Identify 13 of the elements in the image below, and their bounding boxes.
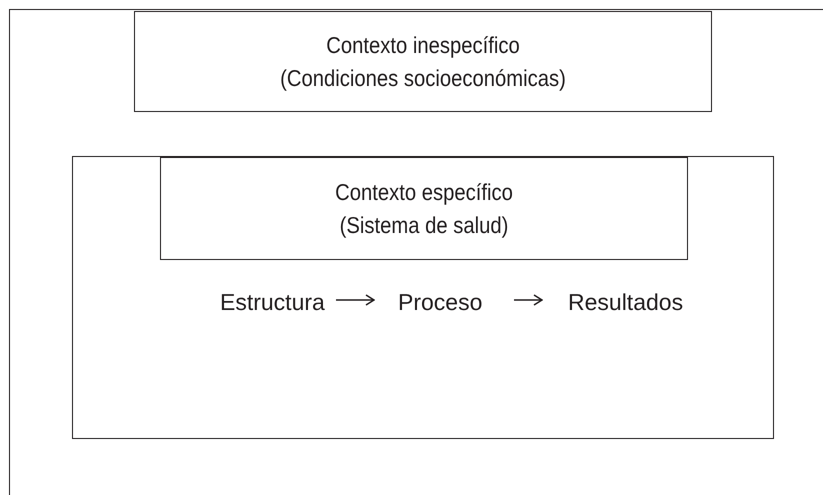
context-label: (Sistema de salud) [338, 211, 510, 240]
stage-label: Resultados [544, 287, 716, 317]
context-frame [72, 156, 774, 439]
arrow [336, 294, 375, 306]
stage-label: Estructura [216, 287, 338, 317]
stage-label: Proceso [376, 287, 516, 317]
context-box [134, 11, 712, 112]
context-label: (Condiciones socioeconómicas) [279, 64, 567, 93]
context-label: Contexto específico [334, 178, 514, 207]
arrow [514, 294, 543, 306]
context-label: Contexto inespecífico [325, 31, 521, 60]
outer-frame [9, 9, 823, 495]
context-box [160, 157, 688, 260]
